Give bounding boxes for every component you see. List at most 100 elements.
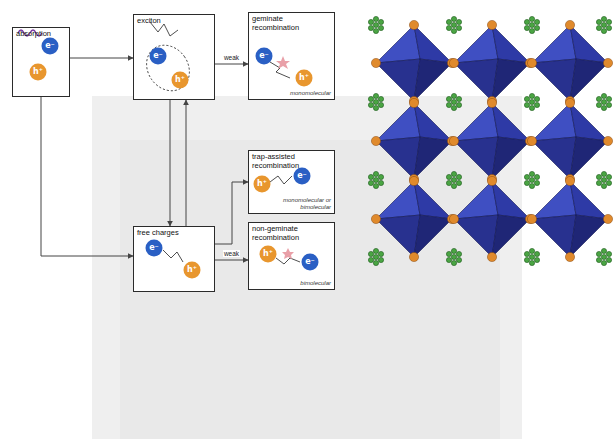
charge-label: e⁻ — [150, 48, 166, 64]
box-heading: exciton — [137, 17, 161, 26]
organic-cation — [378, 180, 383, 185]
octahedron-face — [570, 25, 608, 63]
charge-label: e⁻ — [256, 48, 272, 64]
process-box: absorption — [12, 27, 70, 97]
carrier-path — [276, 258, 300, 264]
organic-cation — [373, 16, 378, 21]
organic-cation — [524, 251, 529, 256]
organic-cation — [451, 16, 456, 21]
organic-cation — [456, 174, 461, 179]
perovskite-lattice — [368, 16, 612, 265]
organic-cation — [368, 174, 373, 179]
carrier-disc — [150, 48, 167, 65]
organic-cation — [534, 174, 539, 179]
octahedron-face — [492, 59, 530, 101]
halide-atom — [371, 136, 380, 145]
organic-cation — [451, 248, 456, 253]
halide-atom — [603, 58, 612, 67]
organic-cation — [451, 99, 456, 104]
charge-label: e⁻ — [42, 38, 58, 54]
organic-cation — [529, 22, 534, 27]
organic-cation — [373, 183, 378, 188]
organic-cation — [529, 28, 534, 33]
box-heading: trap-assisted recombination — [252, 153, 314, 170]
flow-arrow — [215, 260, 248, 261]
halide-atom — [449, 136, 458, 145]
flow-arrow — [215, 64, 248, 65]
carrier-path — [270, 176, 292, 184]
organic-cation — [524, 257, 529, 262]
octahedron-face — [454, 137, 498, 179]
charge-label: h⁺ — [260, 246, 276, 262]
organic-cation — [606, 174, 611, 179]
box-heading: absorption — [16, 30, 51, 39]
octahedron-face — [376, 181, 420, 219]
organic-cation — [451, 93, 456, 98]
organic-cation — [446, 25, 451, 30]
octahedron-face — [492, 181, 530, 219]
charge-label: e⁻ — [302, 254, 318, 270]
halide-atom — [409, 176, 418, 185]
charge-label: h⁺ — [254, 176, 270, 192]
exciton-bound — [138, 37, 198, 99]
box-heading: non-geminate recombination — [252, 225, 314, 242]
organic-cation — [534, 102, 539, 107]
carrier-disc — [294, 168, 311, 185]
halide-atom — [409, 98, 418, 107]
organic-cation — [529, 254, 534, 259]
octahedron-face — [492, 25, 530, 63]
organic-cation — [529, 177, 534, 182]
organic-cation — [529, 183, 534, 188]
octahedron-face — [376, 59, 420, 101]
octahedron-face — [454, 215, 498, 257]
organic-cation — [373, 248, 378, 253]
organic-cation — [446, 96, 451, 101]
charge-label: e⁻ — [146, 240, 162, 256]
organic-cation — [373, 28, 378, 33]
halide-atom — [449, 214, 458, 223]
organic-cation — [368, 180, 373, 185]
octahedron-face — [492, 103, 530, 141]
organic-cation — [368, 19, 373, 24]
organic-cation — [524, 102, 529, 107]
octahedron-face — [414, 181, 452, 219]
carrier-disc — [172, 72, 189, 89]
process-box: free charges — [133, 226, 215, 292]
box-note: monomolecular — [290, 90, 331, 97]
octahedron-face — [570, 103, 608, 141]
organic-cation — [529, 99, 534, 104]
organic-cation — [529, 171, 534, 176]
carrier-path — [150, 22, 178, 36]
organic-cation — [606, 102, 611, 107]
octahedron-face — [376, 25, 420, 63]
organic-cation — [534, 251, 539, 256]
organic-cation — [606, 25, 611, 30]
organic-cation — [378, 102, 383, 107]
flow-arrow — [215, 182, 248, 244]
halide-atom — [527, 58, 536, 67]
box-heading: free charges — [137, 229, 179, 238]
octahedron-face — [376, 215, 420, 257]
organic-cation — [529, 260, 534, 265]
octahedron-face — [414, 215, 452, 257]
carrier-path — [163, 250, 183, 262]
organic-cation — [456, 180, 461, 185]
organic-cation — [451, 260, 456, 265]
octahedron-face — [570, 181, 608, 219]
octahedron-face — [492, 215, 530, 257]
charge-label: h⁺ — [172, 72, 188, 88]
organic-cation — [601, 105, 606, 110]
organic-cation — [446, 180, 451, 185]
organic-cation — [601, 248, 606, 253]
organic-cation — [373, 105, 378, 110]
organic-cation — [529, 105, 534, 110]
organic-cation — [456, 25, 461, 30]
octahedron-face — [532, 181, 576, 219]
halide-atom — [603, 136, 612, 145]
halide-atom — [487, 98, 496, 107]
organic-cation — [601, 171, 606, 176]
box-heading: geminate recombination — [252, 15, 312, 32]
organic-cation — [596, 251, 601, 256]
halide-atom — [487, 20, 496, 29]
box-note: monomolecular or bimolecular — [279, 197, 331, 211]
